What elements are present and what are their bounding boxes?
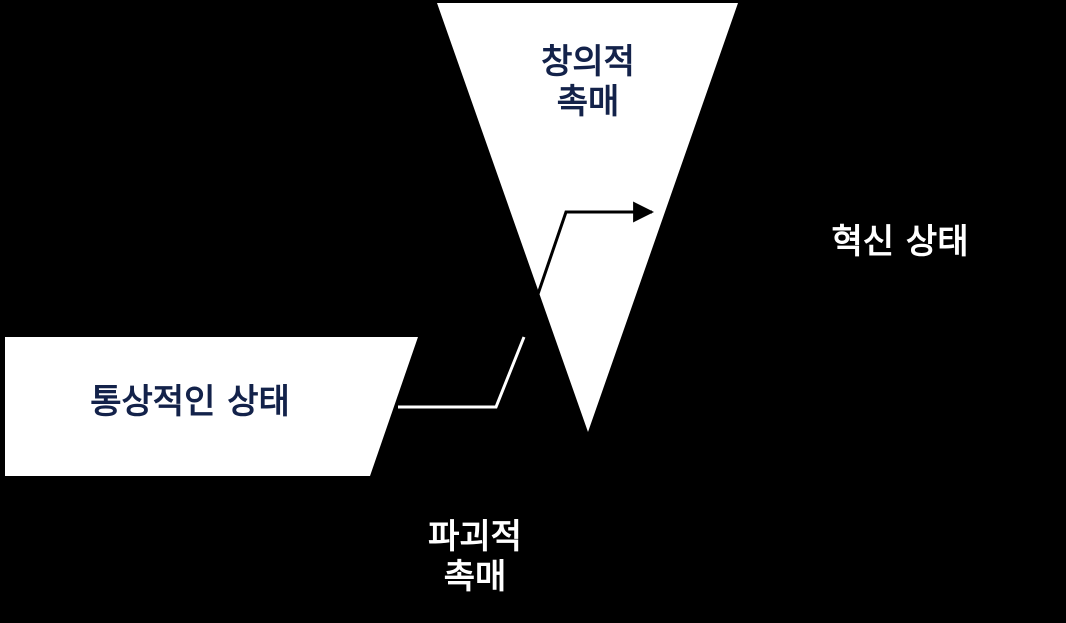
creative-catalyst-line2: 촉매 xyxy=(556,82,620,122)
transition-arrow xyxy=(536,201,655,295)
disruptive-catalyst-label: 파괴적 촉매 xyxy=(395,517,555,597)
transition-connector xyxy=(398,336,526,409)
normal-state-label: 통상적인 상태 xyxy=(90,382,290,422)
disruptive-catalyst-line1: 파괴적 xyxy=(428,517,522,557)
disruptive-catalyst-line2: 촉매 xyxy=(443,557,507,597)
creative-catalyst-line1: 창의적 xyxy=(541,42,635,82)
creative-catalyst-triangle xyxy=(437,3,738,432)
creative-catalyst-label: 창의적 촉매 xyxy=(508,42,668,122)
normal-state-shape xyxy=(5,337,418,476)
innovation-state-label: 혁신 상태 xyxy=(831,222,969,262)
